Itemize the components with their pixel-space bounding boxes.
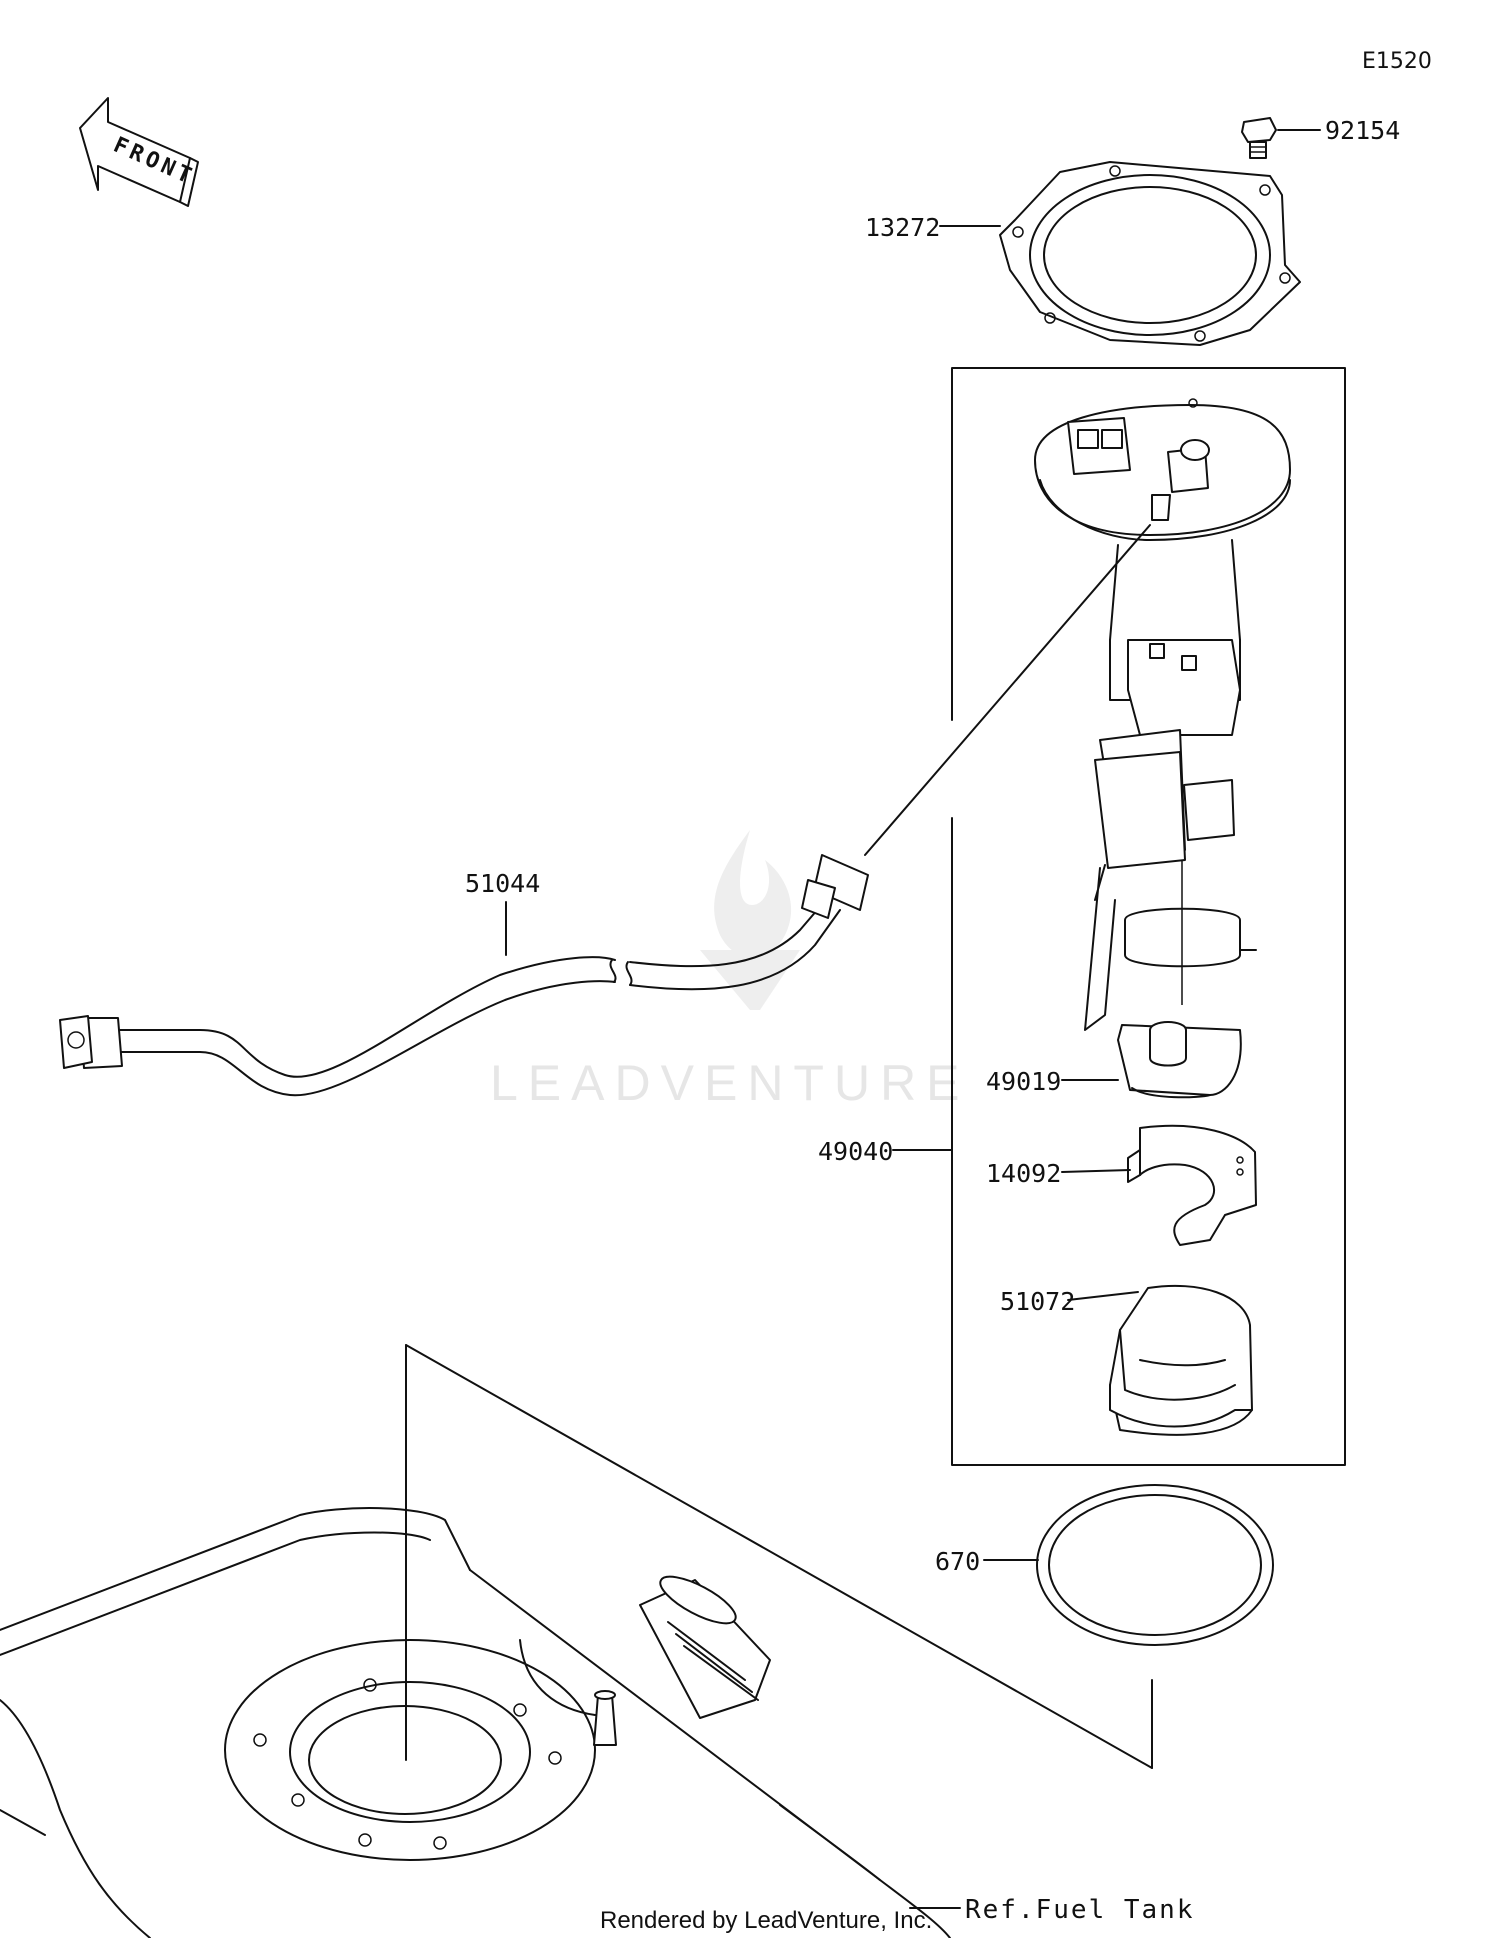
label-51072: 51072 (1000, 1287, 1075, 1316)
label-13272: 13272 (865, 213, 940, 242)
diagram-code: E1520 (1362, 49, 1432, 74)
label-14092: 14092 (986, 1159, 1061, 1188)
bracket-part[interactable]: 14092 (986, 1124, 1257, 1246)
fuel-pump-part[interactable] (1034, 398, 1291, 1031)
label-51044: 51044 (465, 869, 540, 898)
filter-bottom-part[interactable]: 49019 (986, 1021, 1242, 1099)
front-arrow-icon: FRONT (79, 97, 199, 207)
fuel-tank-reference: Ref.Fuel Tank (0, 1507, 1195, 1938)
pump-assembly-frame: 49040 (818, 367, 1346, 1466)
label-92154: 92154 (1325, 116, 1400, 145)
label-49019: 49019 (986, 1067, 1061, 1096)
gasket-plate-part[interactable]: 13272 (865, 161, 1301, 346)
fuel-hose-part[interactable]: 51044 (59, 524, 1151, 1097)
cover-part[interactable]: 51072 (1000, 1284, 1253, 1436)
watermark-text: LEADVENTURE (490, 1055, 970, 1111)
label-670: 670 (935, 1547, 980, 1576)
label-49040: 49040 (818, 1137, 893, 1166)
watermark: LEADVENTURE (490, 830, 970, 1111)
bolt-part[interactable]: 92154 (1241, 116, 1400, 159)
label-ref-fuel-tank: Ref.Fuel Tank (965, 1895, 1195, 1925)
o-ring-part[interactable]: 670 (935, 1484, 1274, 1646)
assembly-leaders (405, 1344, 1153, 1769)
footer-credit: Rendered by LeadVenture, Inc. (600, 1907, 932, 1934)
